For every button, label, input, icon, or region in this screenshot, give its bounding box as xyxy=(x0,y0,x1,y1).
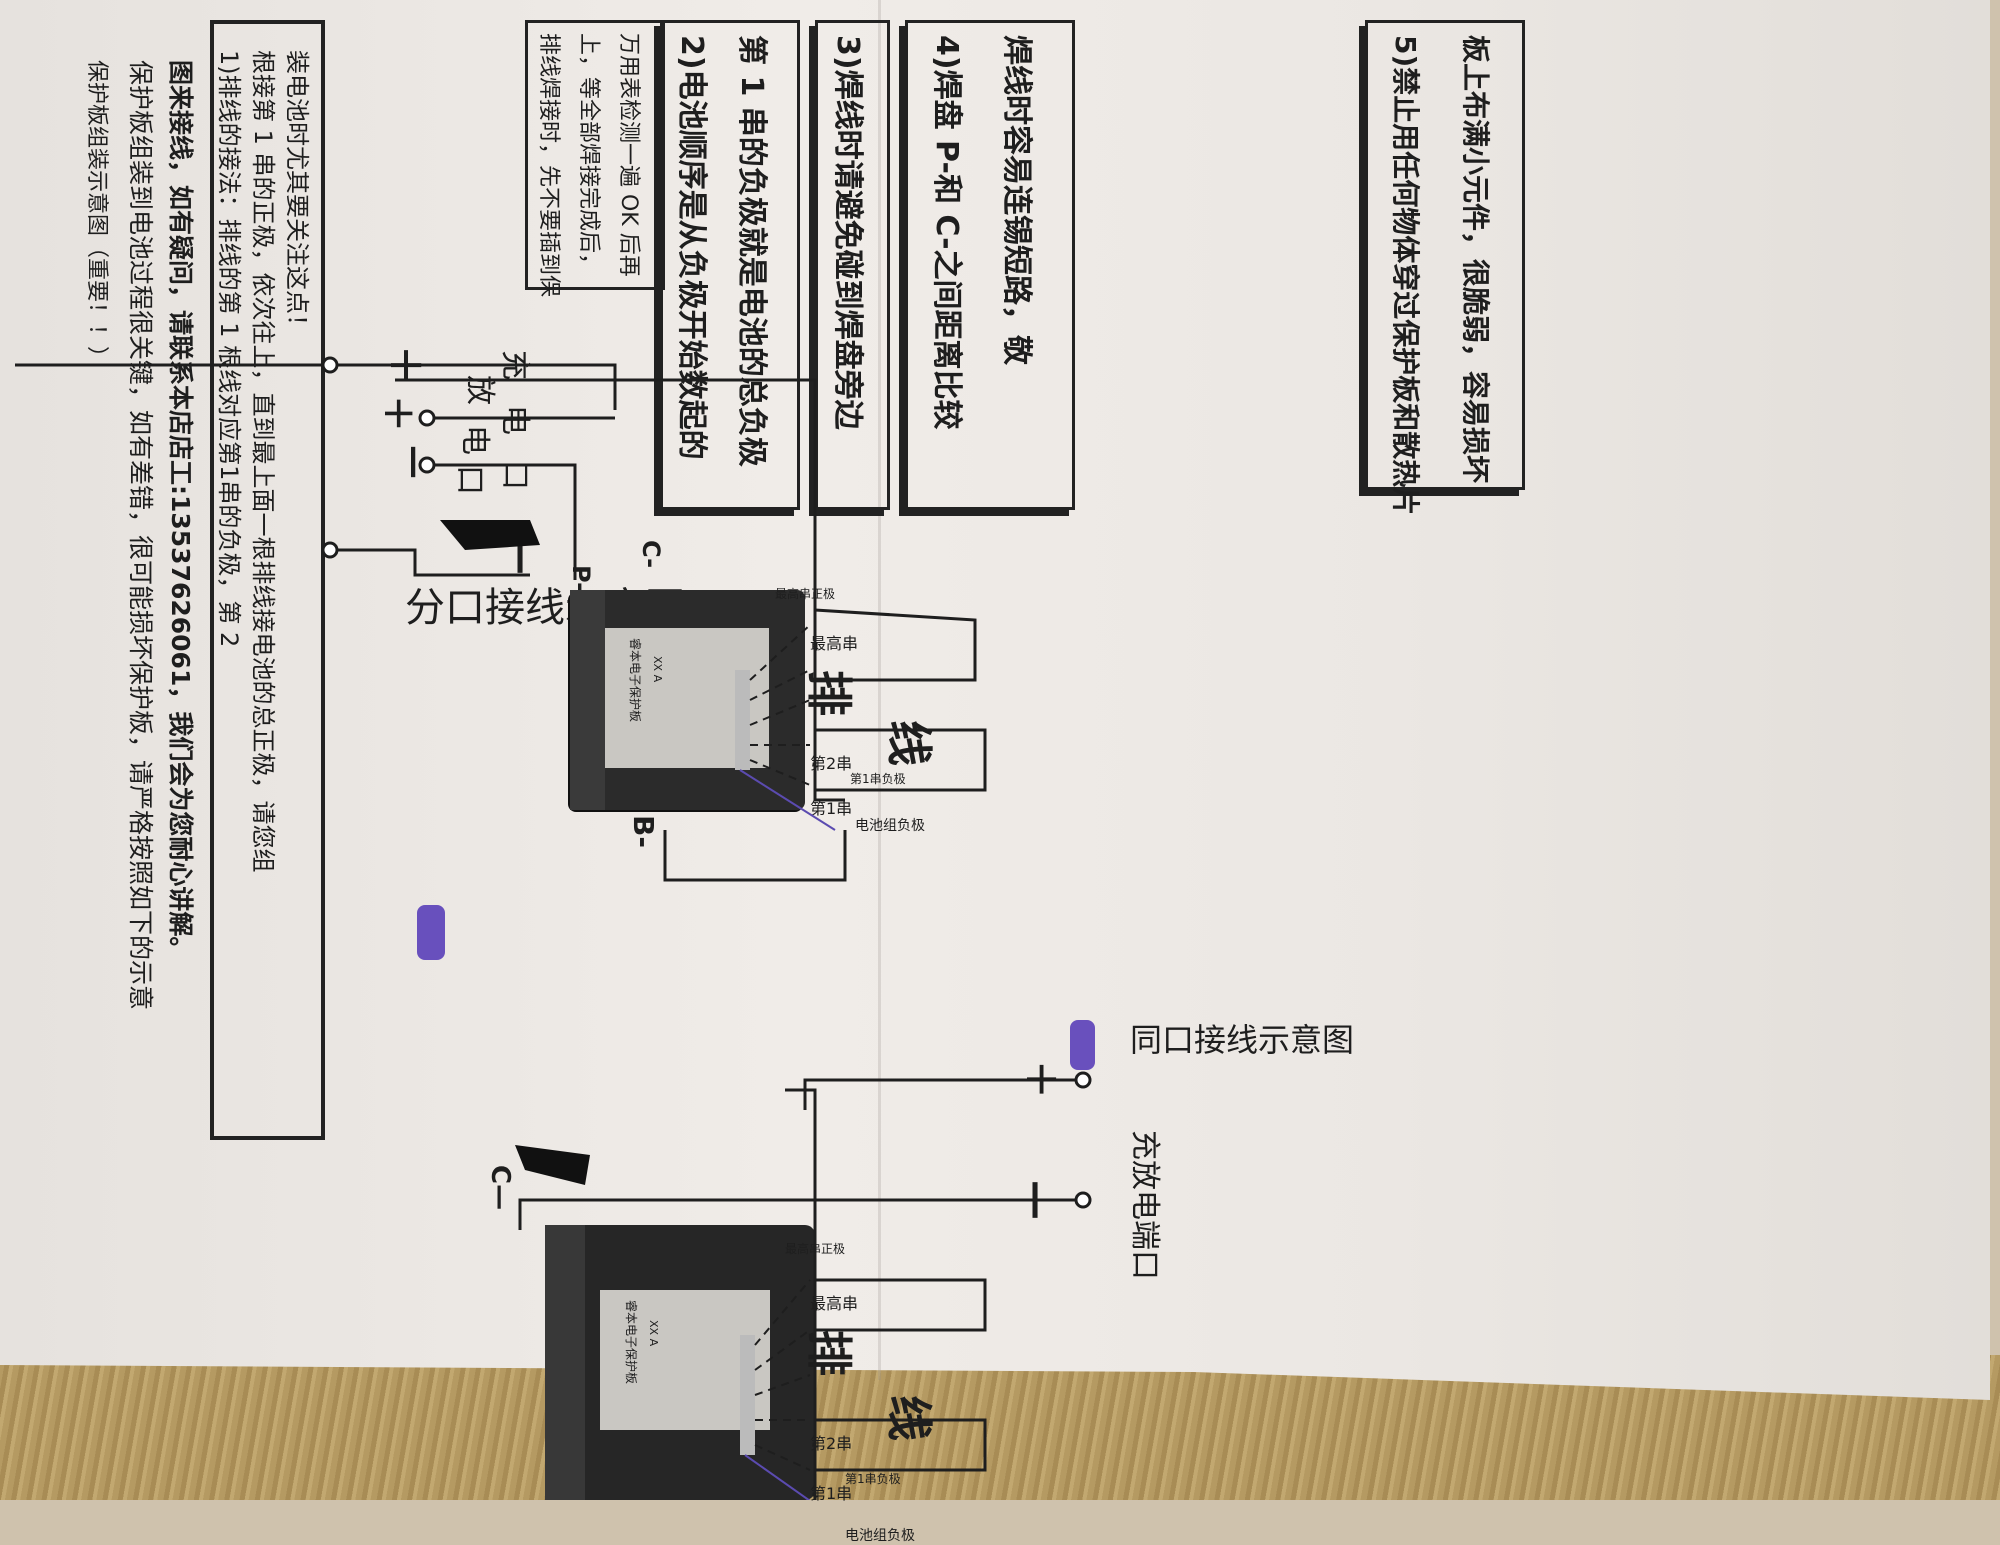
paper-sheet xyxy=(0,0,1990,1400)
common-battery-neg-label: 电池组负极 xyxy=(845,1528,915,1544)
instruction-document: 保护板组装示意图（重要！！） 保护板组装到电池过程很关键，如有差错，很可能损坏保… xyxy=(15,20,1525,1544)
paper-fold-line xyxy=(878,0,881,1380)
wiring-lines xyxy=(15,356,1092,1500)
